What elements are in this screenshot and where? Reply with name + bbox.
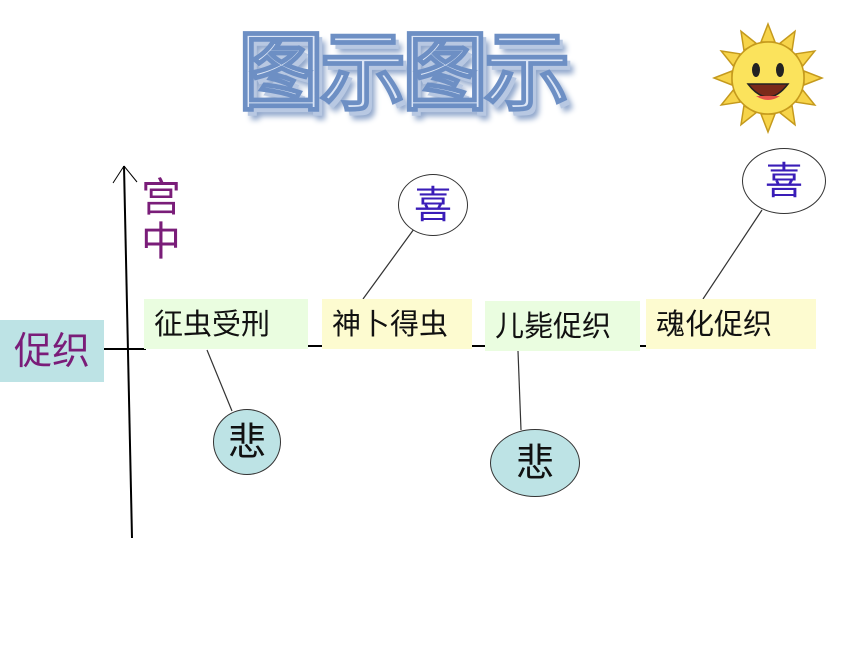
emotion-joy-circle: 喜	[398, 174, 468, 236]
emotion-sorrow-circle: 悲	[213, 409, 281, 475]
event-box: 儿毙促织	[485, 301, 640, 351]
page-title: 图示图示	[237, 23, 571, 123]
connector-joy0	[362, 228, 415, 300]
axis-arrow-right	[123, 165, 138, 183]
axis-label-palace: 宫中	[141, 175, 181, 265]
vertical-axis	[123, 165, 133, 539]
event-box: 魂化促织	[646, 299, 816, 349]
event-box: 征虫受刑	[144, 299, 308, 349]
event-box: 神卜得虫	[322, 299, 472, 349]
main-label-cricket: 促织	[0, 320, 104, 382]
connector-sad0	[206, 349, 233, 412]
sun-icon	[712, 22, 824, 134]
emotion-joy-circle: 喜	[742, 148, 826, 214]
connector-joy1	[702, 209, 763, 300]
axis-arrow-left	[112, 165, 125, 184]
emotion-sorrow-circle: 悲	[490, 429, 580, 497]
connector-sad1	[517, 350, 522, 431]
